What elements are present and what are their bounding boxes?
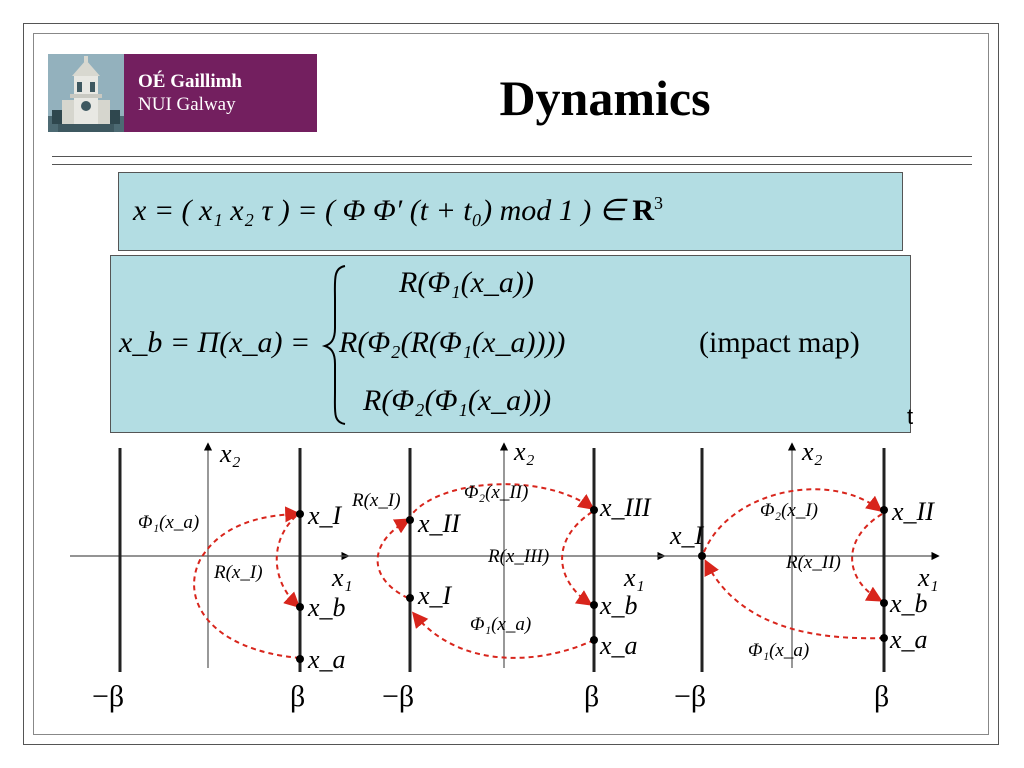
panel2-arrow-label-rIII: R(x_III) [487, 546, 549, 567]
panel2-point-xI [406, 594, 414, 602]
title-rule-bottom [52, 164, 972, 165]
panel3-x-label: x₁ [917, 563, 939, 592]
logo-irish-name: OÉ Gaillimh [138, 71, 242, 92]
panel2-point-xa [590, 636, 598, 644]
panel3-label-xa: x_a [889, 625, 928, 654]
panel2-arrow-label-phi2: Φ₂(x_II) [464, 482, 528, 503]
panel3-point-xI [698, 552, 706, 560]
panel3-left-wall-label: −β [674, 680, 706, 713]
panel1-label-xa: x_a [307, 645, 346, 674]
panel-2: x₂ x₁ x_II x_I x_III x_b x_a R(x_I) Φ₂(x… [340, 437, 666, 713]
panel1-point-xb [296, 603, 304, 611]
impact-case-1: R(Φ₁(x_a)) [399, 266, 534, 299]
clock-tower-icon [48, 54, 124, 132]
panel3-arrow-phi2 [703, 488, 883, 553]
impact-case-2: R(Φ₂(R(Φ₁(x_a)))) [339, 326, 566, 359]
panel2-label-xa: x_a [599, 631, 638, 660]
real-space-symbol: R [632, 194, 655, 227]
panel3-label-xII: x_II [891, 497, 935, 526]
panel3-point-xII [880, 506, 888, 514]
panel3-arrow-label-phi2: Φ₂(x_I) [760, 500, 818, 521]
state-vector-lhs: x = ( x₁ x₂ τ ) = ( Φ Φ′ (t + t₀) mod 1 … [133, 194, 633, 227]
panel2-left-wall-label: −β [382, 680, 414, 713]
title-rule-top [52, 156, 972, 157]
panel2-label-xb: x_b [599, 591, 638, 620]
panel3-arrow-label-rII: R(x_II) [785, 552, 841, 573]
truncated-text-fragment: t [907, 404, 914, 429]
panel2-label-xII: x_II [417, 509, 461, 538]
panel2-arrow-label-phi1: Φ₁(x_a) [470, 614, 531, 635]
logo-english-name: NUI Galway [138, 94, 236, 115]
panel1-right-wall-label: β [290, 680, 305, 713]
panel2-arrow-phi1 [411, 611, 595, 659]
university-logo: OÉ Gaillimh NUI Galway [48, 54, 317, 132]
panel2-label-xI: x_I [417, 581, 453, 610]
panel2-point-xb [590, 601, 598, 609]
panel2-arrow-label-rI: R(x_I) [351, 490, 401, 511]
case-brace [321, 265, 346, 425]
panel1-label-xb: x_b [307, 593, 346, 622]
panel-1: x₂ x₁ x_I x_b x_a Φ₁(x_a) R(x_I) −β β [70, 439, 353, 713]
panel2-point-xIII [590, 506, 598, 514]
logo-text: OÉ Gaillimh NUI Galway [124, 54, 317, 132]
panel2-arrow-rIII [561, 511, 593, 606]
panel3-label-xb: x_b [889, 589, 928, 618]
panel2-x-label: x₁ [623, 563, 645, 592]
panel1-label-xI: x_I [307, 501, 343, 530]
panel-3: x₂ x₁ x_I x_II x_b x_a Φ₂(x_I) R(x_II) Φ… [658, 437, 940, 713]
panel2-label-xIII: x_III [599, 493, 652, 522]
panel3-y-label: x₂ [801, 437, 823, 466]
slide-title: Dynamics [499, 70, 711, 126]
state-vector-equation-box: x = ( x₁ x₂ τ ) = ( Φ Φ′ (t + t₀) mod 1 … [118, 172, 903, 251]
panel2-arrow-rI [376, 518, 411, 599]
impact-map-lhs: x_b = Π(x_a) = [119, 326, 311, 359]
impact-case-3: R(Φ₂(Φ₁(x_a))) [363, 384, 552, 417]
panel1-arrow-label-r: R(x_I) [213, 562, 263, 583]
slide-inner-frame [33, 33, 989, 735]
panel3-point-xa [880, 634, 888, 642]
state-vector-equation: x = ( x₁ x₂ τ ) = ( Φ Φ′ (t + t₀) mod 1 … [133, 193, 663, 228]
panel3-arrow-rII [851, 513, 883, 602]
panel1-y-label: x₂ [219, 439, 241, 468]
panel3-arrow-phi1 [704, 559, 885, 640]
impact-map-note: (impact map) [699, 326, 860, 359]
panel1-left-wall-label: −β [92, 680, 124, 713]
panel3-arrow-label-phi1: Φ₁(x_a) [748, 640, 809, 661]
slide-outer-frame [23, 23, 999, 745]
panel1-arrow-r [275, 515, 301, 609]
clock-tower-graphic [48, 54, 124, 132]
real-space-power: 3 [654, 193, 664, 213]
panel2-point-xII [406, 516, 414, 524]
panel1-point-xa [296, 655, 304, 663]
panel1-point-xI [296, 510, 304, 518]
panel1-arrow-label-phi1: Φ₁(x_a) [138, 512, 199, 533]
impact-map-equation-box: x_b = Π(x_a) = R(Φ₁(x_a)) R(Φ₂(R(Φ₁(x_a)… [110, 255, 911, 433]
panel3-point-xb [880, 599, 888, 607]
panel2-arrow-phi2 [407, 483, 595, 521]
panel1-x-label: x₁ [331, 563, 353, 592]
panel3-label-xI: x_I [669, 521, 705, 550]
panel2-right-wall-label: β [584, 680, 599, 713]
panel2-y-label: x₂ [513, 437, 535, 466]
panel3-right-wall-label: β [874, 680, 889, 713]
